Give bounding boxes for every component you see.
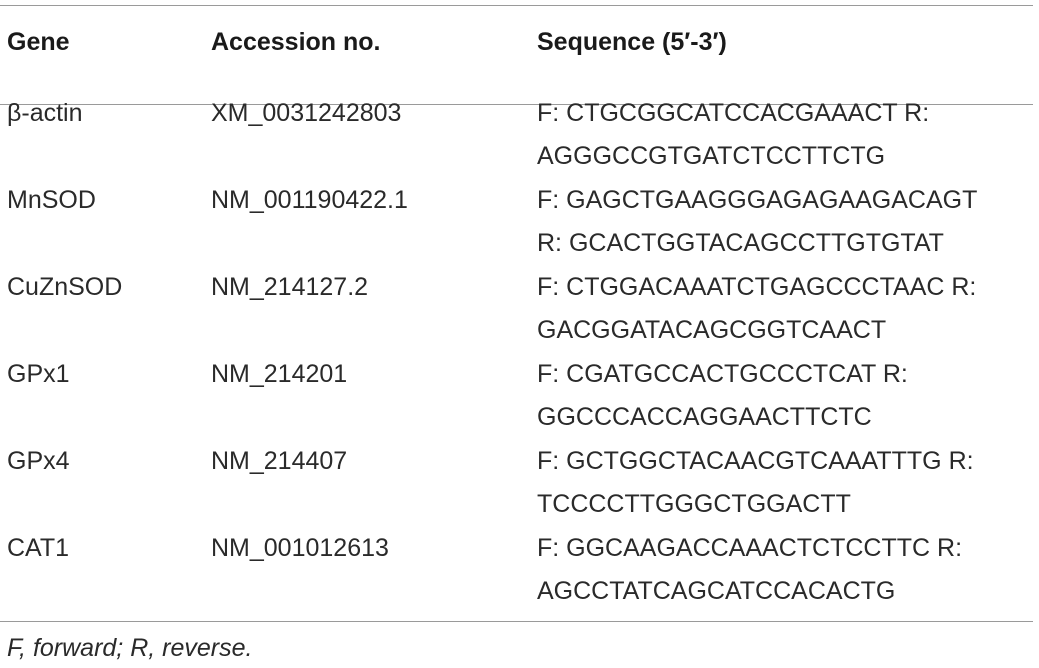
sequence-line: GGCCCACCAGGAACTTCTC — [537, 403, 872, 431]
table-top-rule — [0, 5, 1033, 6]
gene-cell: GPx1 — [7, 360, 70, 388]
sequence-line: TCCCCTTGGGCTGGACTT — [537, 490, 851, 518]
header-gene: Gene — [7, 28, 70, 56]
table-row: CAT1 NM_001012613 F: GGCAAGACCAAACTCTCCT… — [0, 527, 1033, 615]
sequence-cell: F: GCTGGCTACAACGTCAAATTTG R: TCCCCTTGGGC… — [537, 440, 974, 526]
sequence-cell: F: GGCAAGACCAAACTCTCCTTC R: AGCCTATCAGCA… — [537, 527, 962, 613]
accession-cell: NM_001190422.1 — [211, 186, 408, 214]
sequence-cell: F: CGATGCCACTGCCCTCAT R: GGCCCACCAGGAACT… — [537, 353, 908, 439]
sequence-line: F: GAGCTGAAGGGAGAGAAGACAGT — [537, 186, 978, 214]
table-bottom-rule — [0, 621, 1033, 622]
sequence-line: F: CTGGACAAATCTGAGCCCTAAC R: — [537, 273, 977, 301]
sequence-cell: F: CTGCGGCATCCACGAAACT R: AGGGCCGTGATCTC… — [537, 92, 929, 178]
accession-cell: NM_001012613 — [211, 534, 389, 562]
sequence-line: AGCCTATCAGCATCCACACTG — [537, 577, 896, 605]
gene-cell: GPx4 — [7, 447, 70, 475]
gene-cell: CuZnSOD — [7, 273, 123, 301]
table-header-row: Gene Accession no. Sequence (5′-3′) — [0, 22, 1033, 72]
sequence-cell: F: GAGCTGAAGGGAGAGAAGACAGT R: GCACTGGTAC… — [537, 179, 977, 265]
table-header-rule — [0, 104, 1033, 105]
sequence-line: F: CTGCGGCATCCACGAAACT R: — [537, 99, 930, 127]
gene-cell: CAT1 — [7, 534, 70, 562]
accession-cell: NM_214407 — [211, 447, 348, 475]
accession-cell: NM_214201 — [211, 360, 348, 388]
sequence-cell: F: CTGGACAAATCTGAGCCCTAAC R: GACGGATACAG… — [537, 266, 976, 352]
sequence-line: GACGGATACAGCGGTCAACT — [537, 316, 887, 344]
sequence-line: AGGGCCGTGATCTCCTTCTG — [537, 142, 886, 170]
table-row: GPx4 NM_214407 F: GCTGGCTACAACGTCAAATTTG… — [0, 440, 1033, 528]
table-footnote: F, forward; R, reverse. — [7, 634, 253, 662]
header-sequence: Sequence (5′-3′) — [537, 28, 727, 56]
table-row: β-actin XM_0031242803 F: CTGCGGCATCCACGA… — [0, 92, 1033, 180]
sequence-line: F: CGATGCCACTGCCCTCAT R: — [537, 360, 908, 388]
accession-cell: XM_0031242803 — [211, 99, 402, 127]
sequence-line: R: GCACTGGTACAGCCTTGTGTAT — [537, 229, 944, 257]
gene-cell: β-actin — [7, 99, 83, 127]
table-row: MnSOD NM_001190422.1 F: GAGCTGAAGGGAGAGA… — [0, 179, 1033, 267]
table-row: GPx1 NM_214201 F: CGATGCCACTGCCCTCAT R: … — [0, 353, 1033, 441]
sequence-line: F: GGCAAGACCAAACTCTCCTTC R: — [537, 534, 963, 562]
header-accession: Accession no. — [211, 28, 381, 56]
table-row: CuZnSOD NM_214127.2 F: CTGGACAAATCTGAGCC… — [0, 266, 1033, 354]
accession-cell: NM_214127.2 — [211, 273, 369, 301]
gene-cell: MnSOD — [7, 186, 96, 214]
sequence-line: F: GCTGGCTACAACGTCAAATTTG R: — [537, 447, 974, 475]
